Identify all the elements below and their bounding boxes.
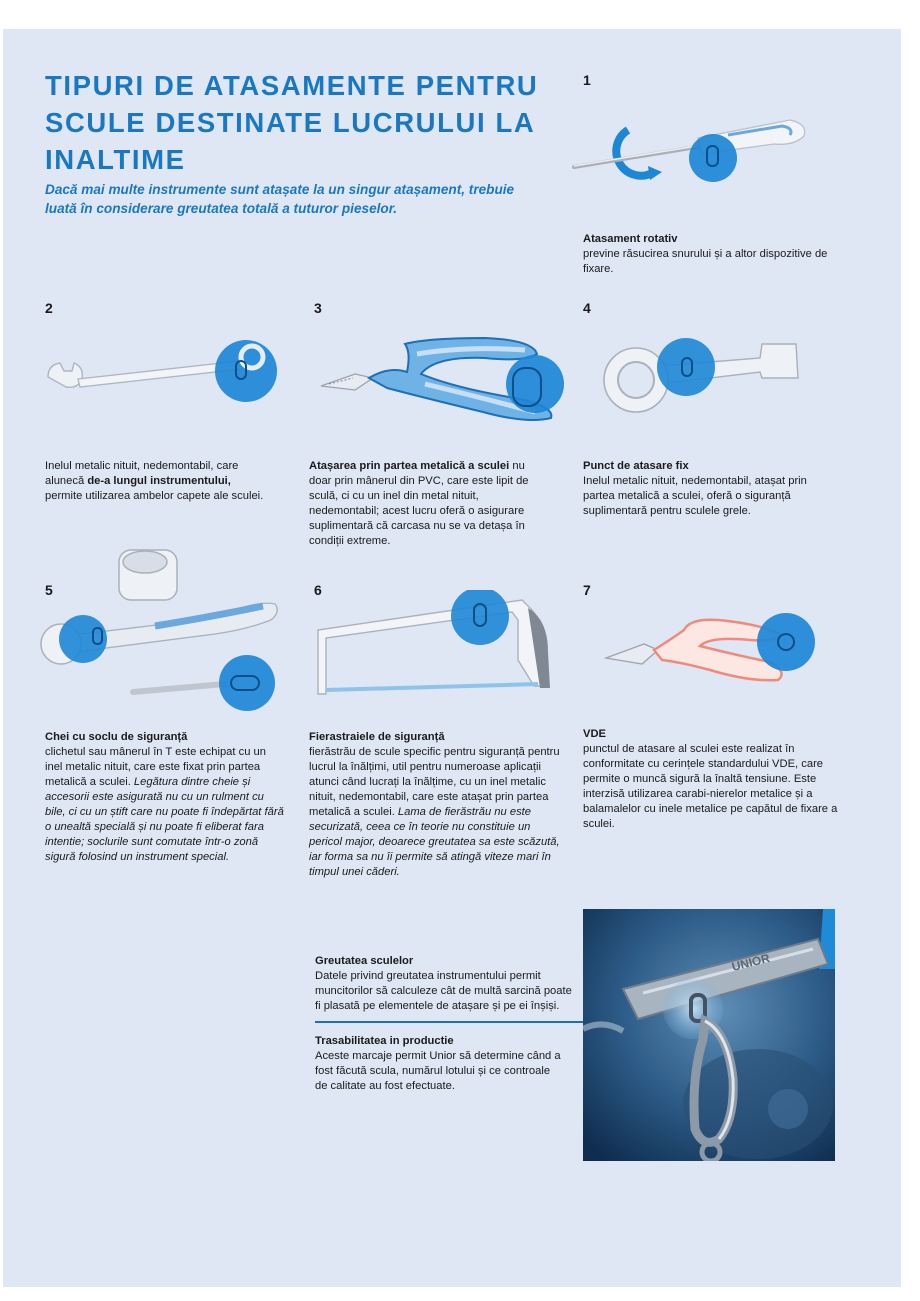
item-5-number: 5 xyxy=(45,582,53,598)
item-5-heading: Chei cu soclu de siguranță xyxy=(45,731,188,743)
item-6-body: fierăstrău de scule specific pentru sigu… xyxy=(309,746,560,818)
item-5-body-italic: Legătura dintre cheie și accesorii este … xyxy=(45,776,284,863)
item-4-text: Punct de atasare fix Inelul metalic nitu… xyxy=(583,459,828,519)
item-3-body-end: nu doar prin mânerul din PVC, care este … xyxy=(309,460,529,547)
item-2-body-end: permite utilizarea ambelor capete ale sc… xyxy=(45,490,264,502)
note-weight-body: Datele privind greutatea instrumentului … xyxy=(315,970,572,1012)
item-7-heading: VDE xyxy=(583,728,607,740)
ratchet-icon xyxy=(40,549,278,711)
item-1-body: previne răsucirea snurului și a altor di… xyxy=(583,248,828,275)
item-7-text: VDE punctul de atasare al sculei este re… xyxy=(583,727,838,832)
note-traceability-body: Aceste marcaje permit Unior să determine… xyxy=(315,1050,561,1092)
page-subtitle: Dacă mai multe instrumente sunt atașate … xyxy=(45,182,515,216)
item-7-body: punctul de atasare al sculei este realiz… xyxy=(583,743,838,830)
item-6-body-italic: Lama de fierăstrău nu este securizată, c… xyxy=(309,806,560,878)
item-6-number: 6 xyxy=(314,582,322,598)
item-1-heading: Atasament rotativ xyxy=(583,233,678,245)
item-1-text: Atasament rotativ previne răsucirea snur… xyxy=(583,232,833,277)
item-4-body: Inelul metalic nituit, nedemontabil, ata… xyxy=(583,475,807,517)
wrench-icon xyxy=(47,340,277,402)
item-7-number: 7 xyxy=(583,582,591,598)
item-5-text: Chei cu soclu de siguranță clichetul sau… xyxy=(45,730,285,865)
screwdriver-icon xyxy=(572,119,806,182)
item-3-body-bold: Atașarea prin partea metalică a sculei xyxy=(309,460,510,472)
callout-line xyxy=(315,1021,583,1023)
note-weight-heading: Greutatea sculelor xyxy=(315,955,414,967)
item-1-number: 1 xyxy=(583,72,591,88)
item-2-body-bold: de-a lungul instrumentului, xyxy=(87,475,231,487)
note-traceability-heading: Trasabilitatea in productie xyxy=(315,1035,454,1047)
item-6-heading: Fierastraiele de siguranță xyxy=(309,731,445,743)
hacksaw-icon xyxy=(317,590,550,695)
pliers-icon xyxy=(320,336,564,421)
item-3-number: 3 xyxy=(314,300,322,316)
ring-wrench-icon xyxy=(603,338,799,413)
item-6-text: Fierastraiele de siguranță fierăstrău de… xyxy=(309,730,565,880)
item-3-text: Atașarea prin partea metalică a sculei n… xyxy=(309,459,549,549)
item-2-text: Inelul metalic nituit, nedemontabil, car… xyxy=(45,459,270,504)
note-weight: Greutatea sculelor Datele privind greuta… xyxy=(315,954,577,1014)
cutter-icon xyxy=(603,613,815,682)
item-2-body-start: Inelul metalic nituit, nedemontabil, car… xyxy=(45,460,239,487)
carabiner-photo: UNIOR xyxy=(583,909,835,1161)
item-2-number: 2 xyxy=(45,300,53,316)
item-4-number: 4 xyxy=(583,300,591,316)
note-traceability: Trasabilitatea in productie Aceste marca… xyxy=(315,1034,565,1094)
page-title: TIPURI DE ATASAMENTE PENTRU SCULE DESTIN… xyxy=(45,70,539,175)
item-4-heading: Punct de atasare fix xyxy=(583,460,689,472)
item-5-body: clichetul sau mânerul în T este echipat … xyxy=(45,746,266,788)
